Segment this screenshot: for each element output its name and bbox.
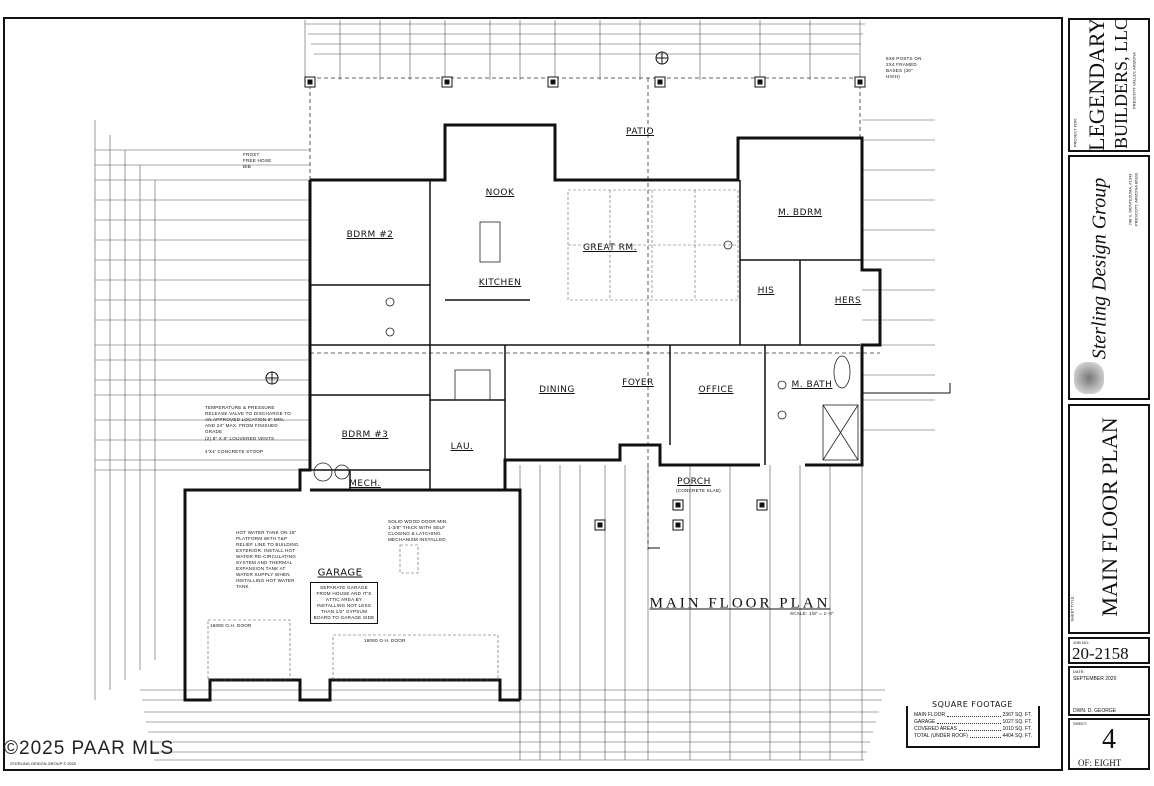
post-core bbox=[597, 522, 603, 528]
hot-water-note: Hot water tank on 18" platform with T&P … bbox=[236, 530, 299, 589]
post-core bbox=[550, 79, 556, 85]
fixtures bbox=[313, 221, 859, 482]
room-label-kitchen: KITCHEN bbox=[478, 278, 522, 288]
interior-walls bbox=[310, 180, 862, 490]
project-for-label: PROJECT FOR: bbox=[1072, 117, 1078, 148]
sheet-of: OF: EIGHT bbox=[1078, 758, 1122, 768]
louvered-vents-note: (2) 8" x 8" louvered vents bbox=[205, 436, 275, 441]
room-label-lau: LAU. bbox=[450, 442, 474, 452]
sheet-number-block: SHEET: 4 OF: EIGHT bbox=[1068, 718, 1150, 770]
garage-door-left-label: 16080 O.H. DOOR bbox=[210, 623, 252, 628]
post-core bbox=[657, 79, 663, 85]
posts-note: 6x6 POSTS ON 2x4 FRAMED BASES (30" HIGH) bbox=[886, 56, 922, 79]
solid-door-note: Solid wood door min. 1-3/8" thick with s… bbox=[388, 519, 448, 542]
room-label-porch: PORCH bbox=[677, 477, 711, 487]
garage-door-openings bbox=[207, 544, 499, 681]
tp-valve-note: Temperature & pressure release valve to … bbox=[205, 405, 291, 434]
hose-bib-note: FROST FREE HOSE BIB bbox=[243, 152, 272, 169]
room-label-office: OFFICE bbox=[698, 385, 734, 395]
job-no-label: JOB NO: bbox=[1073, 640, 1090, 645]
sheet-title-label: SHEET TITLE: bbox=[1069, 595, 1075, 622]
sqft-label: TOTAL (UNDER ROOF) bbox=[914, 733, 968, 739]
job-no: 20-2158 bbox=[1072, 644, 1129, 663]
section-markers bbox=[265, 51, 951, 549]
dimension-lines bbox=[94, 20, 935, 761]
square-footage-title: SQUARE FOOTAGE bbox=[928, 700, 1017, 709]
designer-address-1: 248 S. MONTEZUMA, #1343 bbox=[1127, 173, 1133, 226]
sqft-value: 2367 SQ. FT. bbox=[1002, 712, 1032, 718]
garage-separation-note: Separate garage from house and it's atti… bbox=[310, 582, 378, 624]
room-label-bdrm3: BDRM #3 bbox=[341, 430, 389, 440]
post-core bbox=[675, 502, 681, 508]
exterior-walls bbox=[183, 123, 882, 702]
sqft-value: 1010 SQ. FT. bbox=[1002, 726, 1032, 732]
plan-title: MAIN FLOOR PLAN bbox=[649, 595, 831, 612]
client-location: PRESCOTT VALLEY, ARIZONA bbox=[1131, 52, 1137, 109]
porch-slab-note: (CONCRETE SLAB) bbox=[676, 488, 721, 493]
client-block: PROJECT FOR: LEGENDARY BUILDERS, LLC PRE… bbox=[1068, 18, 1150, 152]
room-label-m-bath: M. BATH bbox=[791, 380, 833, 390]
stoop-note: 4'x4' concrete stoop bbox=[205, 449, 264, 454]
plan-scale: SCALE: 1/8" = 1'-0" bbox=[790, 611, 834, 616]
room-label-nook: NOOK bbox=[485, 188, 515, 198]
date-block: DATE: SEPTEMBER 2020 DWN. D. GEORGE bbox=[1068, 666, 1150, 716]
designer-logo bbox=[1074, 362, 1104, 394]
sqft-value: 1027 SQ. FT. bbox=[1002, 719, 1032, 725]
sheet-label: SHEET: bbox=[1073, 721, 1088, 726]
sqft-row: MAIN FLOOR 2367 SQ. FT. bbox=[914, 712, 1032, 719]
room-label-foyer: FOYER bbox=[622, 378, 654, 388]
sqft-label: COVERED AREAS bbox=[914, 726, 957, 732]
designer-name: Sterling Design Group bbox=[1088, 177, 1111, 360]
post-core bbox=[857, 79, 863, 85]
room-label-great-rm: GREAT RM. bbox=[582, 243, 638, 253]
post-core bbox=[675, 522, 681, 528]
room-label-patio: PATIO bbox=[625, 127, 655, 137]
sqft-row: GARAGE 1027 SQ. FT. bbox=[914, 719, 1032, 726]
client-name-line1: LEGENDARY bbox=[1084, 17, 1109, 151]
sqft-value: 4404 SQ. FT. bbox=[1002, 733, 1032, 739]
square-footage-table: SQUARE FOOTAGE MAIN FLOOR 2367 SQ. FT. GA… bbox=[906, 700, 1040, 748]
room-label-garage: GARAGE bbox=[317, 567, 363, 579]
designer-block: Sterling Design Group 248 S. MONTEZUMA, … bbox=[1068, 155, 1150, 400]
post-core bbox=[307, 79, 313, 85]
sheet-border bbox=[3, 17, 1063, 771]
sheet-title: MAIN FLOOR PLAN bbox=[1097, 417, 1122, 617]
sqft-label: MAIN FLOOR bbox=[914, 712, 946, 718]
patio-beam-line bbox=[309, 77, 880, 550]
mls-watermark: ©2025 PAAR MLS bbox=[4, 738, 175, 759]
room-label-hers: HERS bbox=[834, 296, 862, 306]
post-core bbox=[759, 502, 765, 508]
garage-door-right-label: 16080 O.H. DOOR bbox=[364, 638, 406, 643]
room-label-dining: DINING bbox=[539, 385, 575, 395]
copyright-note: STERLING DESIGN GROUP © 2020 bbox=[10, 761, 77, 766]
date: SEPTEMBER 2020 bbox=[1073, 676, 1117, 682]
sqft-row: TOTAL (UNDER ROOF) 4404 SQ. FT. bbox=[914, 733, 1032, 740]
sheet-title-block: SHEET TITLE: MAIN FLOOR PLAN bbox=[1068, 404, 1150, 634]
room-label-mech: MECH. bbox=[349, 479, 381, 489]
sqft-label: GARAGE bbox=[914, 719, 936, 725]
patio-posts bbox=[304, 76, 866, 531]
client-name-line2: BUILDERS, LLC bbox=[1111, 17, 1131, 149]
room-label-his: HIS bbox=[757, 286, 775, 296]
sqft-row: COVERED AREAS 1010 SQ. FT. bbox=[914, 726, 1032, 733]
room-label-bdrm2: BDRM #2 bbox=[346, 230, 394, 240]
post-core bbox=[757, 79, 763, 85]
post-core bbox=[444, 79, 450, 85]
room-label-m-bdrm: M. BDRM bbox=[777, 208, 823, 218]
drawn-by: DWN. D. GEORGE bbox=[1073, 708, 1117, 714]
job-number-block: JOB NO: 20-2158 bbox=[1068, 637, 1150, 664]
sheet-number: 4 bbox=[1102, 724, 1116, 755]
great-room-ceiling-grid bbox=[567, 189, 739, 301]
designer-address-2: PRESCOTT, ARIZONA 86303 bbox=[1133, 172, 1139, 227]
date-label: DATE: bbox=[1073, 669, 1085, 674]
